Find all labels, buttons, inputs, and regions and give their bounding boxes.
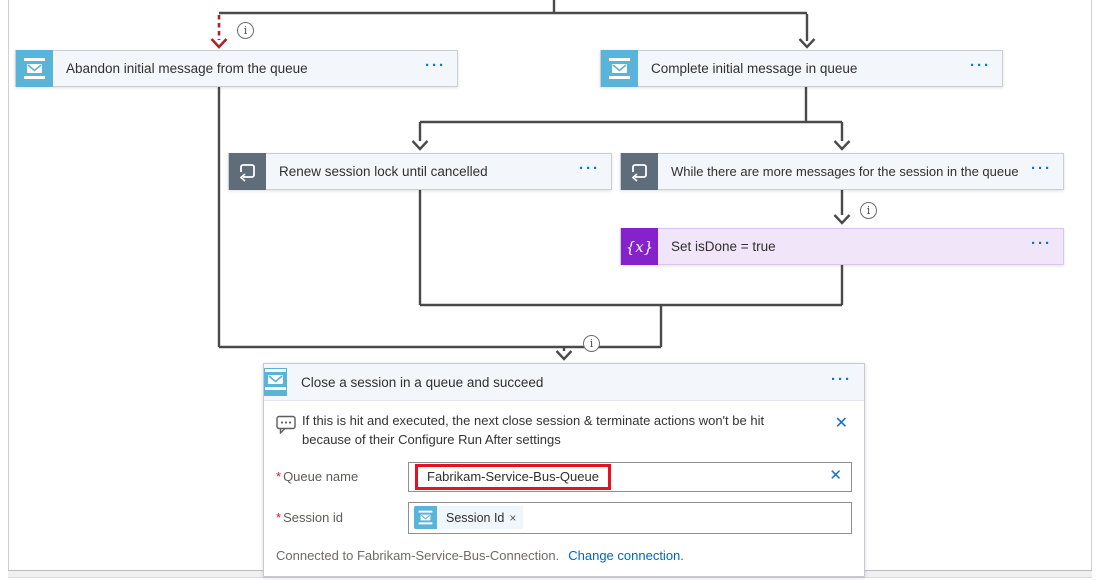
action-title: Close a session in a queue and succeed (301, 374, 544, 390)
action-card-close-session-expanded: Close a session in a queue and succeed ·… (263, 363, 865, 577)
scope-card-while-more-messages[interactable]: While there are more messages for the se… (620, 153, 1064, 190)
service-bus-icon (264, 368, 287, 396)
scope-card-renew-session-lock[interactable]: Renew session lock until cancelled ··· (228, 153, 612, 190)
comment-bubble-icon (276, 415, 298, 439)
action-title: Complete initial message in queue (651, 61, 858, 76)
session-id-field-row: *Session id Session Id × (264, 501, 864, 534)
service-bus-icon (601, 50, 638, 87)
service-bus-icon (414, 506, 437, 530)
action-menu-button[interactable]: ··· (970, 57, 991, 74)
queue-name-field-row: *Queue name Fabrikam-Service-Bus-Queue ✕ (264, 461, 864, 492)
session-id-label: *Session id (276, 510, 344, 526)
note-text: If this is hit and executed, the next cl… (302, 413, 765, 447)
dismiss-note-icon[interactable]: ✕ (834, 415, 848, 432)
queue-name-value-annotated: Fabrikam-Service-Bus-Queue (415, 463, 611, 490)
info-icon[interactable]: i (860, 202, 877, 219)
action-menu-button[interactable]: ··· (831, 370, 852, 388)
action-title: Renew session lock until cancelled (279, 164, 488, 179)
connection-status-text: Connected to Fabrikam-Service-Bus-Connec… (276, 547, 560, 563)
action-title: Abandon initial message from the queue (66, 61, 308, 76)
action-title: While there are more messages for the se… (671, 164, 1019, 179)
info-icon[interactable]: i (583, 335, 600, 352)
required-asterisk: * (276, 510, 282, 526)
connection-footer: Connected to Fabrikam-Service-Bus-Connec… (264, 534, 864, 576)
run-after-failed-arrow (210, 15, 228, 49)
action-menu-button[interactable]: ··· (425, 57, 446, 74)
until-loop-icon (621, 153, 658, 190)
canvas-left-edge (8, 0, 9, 570)
action-title: Set isDone = true (671, 239, 776, 254)
action-menu-button[interactable]: ··· (1031, 160, 1052, 177)
queue-name-input[interactable]: Fabrikam-Service-Bus-Queue ✕ (408, 461, 852, 492)
canvas-right-edge (1091, 0, 1092, 570)
action-card-header[interactable]: Close a session in a queue and succeed ·… (264, 364, 864, 401)
action-card-abandon-message[interactable]: Abandon initial message from the queue ·… (15, 50, 458, 87)
until-loop-icon (229, 153, 266, 190)
required-asterisk: * (276, 469, 282, 485)
service-bus-icon (16, 50, 53, 87)
change-connection-link[interactable]: Change connection. (568, 547, 684, 563)
token-remove-icon[interactable]: × (509, 510, 517, 525)
session-id-token[interactable]: Session Id × (414, 506, 524, 530)
action-menu-button[interactable]: ··· (579, 160, 600, 177)
token-label: Session Id (446, 510, 505, 525)
clear-input-icon[interactable]: ✕ (829, 466, 842, 484)
variables-icon: {x} (621, 228, 658, 265)
action-menu-button[interactable]: ··· (1031, 235, 1052, 252)
info-icon[interactable]: i (237, 22, 254, 39)
note-section: If this is hit and executed, the next cl… (264, 401, 864, 452)
session-id-input[interactable]: Session Id × (408, 501, 852, 534)
action-card-complete-message[interactable]: Complete initial message in queue ··· (600, 50, 1003, 87)
action-card-set-isdone[interactable]: {x} Set isDone = true ··· (620, 228, 1064, 265)
queue-name-label: *Queue name (276, 469, 359, 485)
